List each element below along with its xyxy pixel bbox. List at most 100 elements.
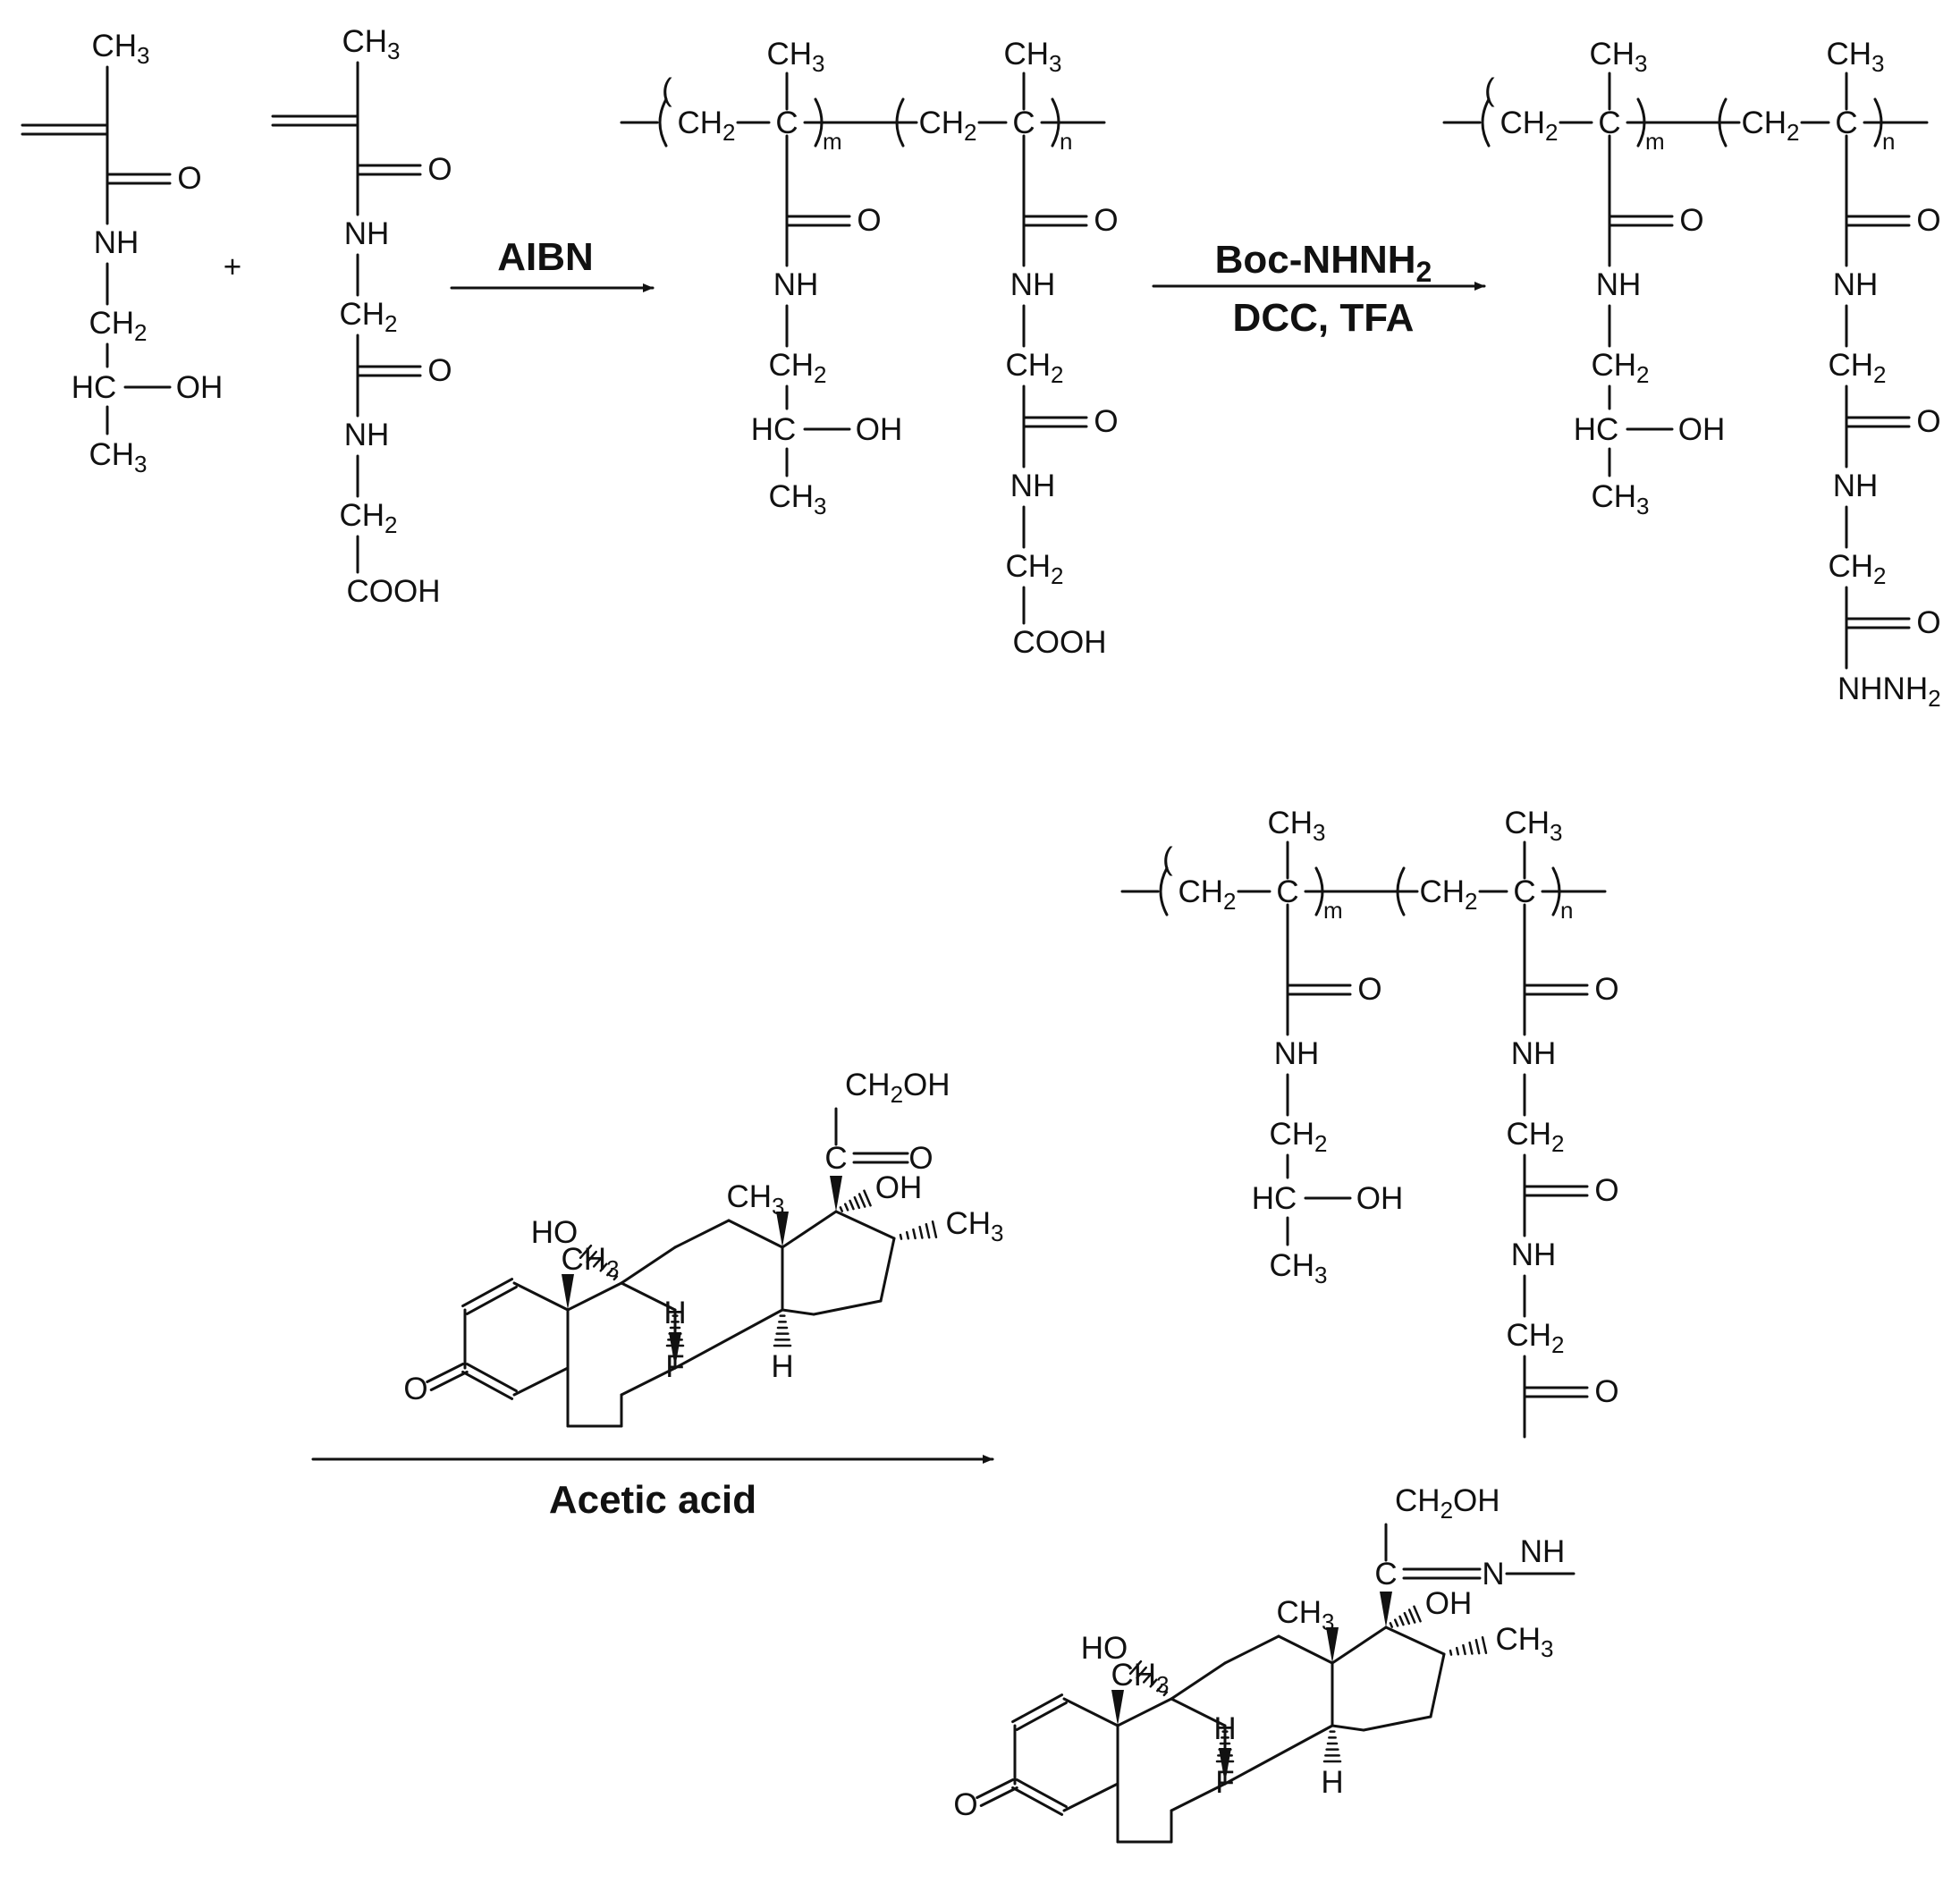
polymer1-carbon: C (775, 106, 798, 140)
monomer2-oxygen: O (427, 152, 452, 187)
polymer2-ch3: CH3 (1826, 37, 1884, 77)
polymer2-repeat-n: n (1882, 128, 1895, 155)
reagent-boc-hydrazine: Boc-NHNH2 (1215, 238, 1432, 288)
dexamethasone-oh-hash (843, 1203, 849, 1212)
dexamethasone-hydroxyl-wedge (579, 1244, 593, 1260)
conjugate-steroid-ring-bond (1170, 1697, 1227, 1727)
dexamethasone-methyl-hash (912, 1228, 917, 1240)
dexamethasone-methyl-hash (931, 1220, 938, 1239)
polymer2-hpma-hc: HC (1574, 412, 1619, 447)
dexamethasone-methyl-wedge (562, 1274, 574, 1310)
dexamethasone-ketone-oxygen: O (403, 1372, 427, 1406)
conjugate-steroid-hydrogen: H (1213, 1711, 1236, 1746)
conjugate-repeat-n: n (1560, 897, 1573, 924)
conjugate-steroid-c20: C (1374, 1557, 1397, 1592)
polymer1-gly-oxygen: O (1094, 203, 1118, 238)
dexamethasone-ring-double-bond (461, 1370, 514, 1400)
conjugate-steroid-ring-bond (1170, 1782, 1227, 1812)
dexamethasone-ring-bond (620, 1246, 677, 1285)
polymer1-ch3: CH3 (1003, 37, 1061, 77)
conjugate-carbon: C (1513, 874, 1535, 909)
dexamethasone-hydroxyl-wedge (599, 1262, 608, 1272)
polymer1-bracket (658, 97, 668, 148)
conjugate-steroid-hydroxyl-wedge (1162, 1691, 1169, 1697)
dexamethasone-ring-bond (781, 1210, 838, 1249)
dexamethasone-ring-bond (620, 1281, 677, 1312)
polymer2-carbon: C (1835, 106, 1857, 140)
polymer2-bracket (1718, 97, 1728, 148)
conjugate-gly-oxygen: O (1594, 1374, 1618, 1409)
polymer2-gly-nh: NH (1833, 469, 1879, 503)
conjugate-steroid-ketone-oxygen: O (953, 1787, 977, 1822)
dexamethasone-ring-double-bond (461, 1278, 514, 1308)
conjugate-steroid-imine-nitrogen: N (1482, 1557, 1504, 1592)
polymer2-hpma-ch3: CH3 (1591, 479, 1649, 519)
polymer1-hpma-hc: HC (751, 412, 797, 447)
conjugate-steroid-hydroxyl-wedge (1136, 1666, 1147, 1679)
polymer1-ch2: CH2 (677, 106, 735, 146)
monomer2-nh: NH (344, 216, 390, 251)
polymer1-gly-nh: NH (1010, 469, 1056, 503)
dexamethasone-methyl-hash (918, 1225, 924, 1239)
monomer1-hc: HC (72, 370, 117, 405)
conjugate-steroid-ring-bond (1116, 1697, 1173, 1727)
conjugate-steroid-fluorine: F (1215, 1765, 1234, 1800)
conjugate-gly-nh: NH (1511, 1036, 1557, 1071)
dexamethasone-methyl-wedge (776, 1212, 789, 1247)
dexamethasone-methyl-hash (925, 1222, 931, 1239)
conjugate-ch3: CH3 (1267, 806, 1325, 846)
conjugate-steroid-ring-bond (1062, 1697, 1119, 1727)
conjugate-gly-ch2: CH2 (1506, 1318, 1564, 1358)
dexamethasone-ring-bond (566, 1281, 623, 1312)
polymer1-bracket (1051, 97, 1060, 148)
conjugate-steroid-oh: OH (1425, 1586, 1473, 1621)
polymer1-ch2: CH2 (918, 106, 976, 146)
dexamethasone-methyl: CH3 (945, 1206, 1003, 1246)
monomer1-nh: NH (94, 225, 139, 260)
dexamethasone-methyl: CH3 (726, 1179, 784, 1220)
dexamethasone-ring-bond (879, 1237, 896, 1303)
polymer1-hpma-hydroxyl: OH (856, 412, 903, 447)
dexamethasone-hydroxyl-wedge (612, 1275, 619, 1281)
conjugate-steroid-hydroxyl-wedge (1149, 1678, 1158, 1688)
dexamethasone-ring-bond (673, 1219, 731, 1249)
polymer1-hpma-oxygen: O (857, 203, 881, 238)
dexamethasone-ring-bond (834, 1210, 896, 1240)
conjugate-steroid-methyl-wedge (1111, 1690, 1124, 1726)
polymer2-paren-open: ( (1484, 72, 1495, 107)
conjugate-steroid-ring-bond (1362, 1715, 1432, 1732)
conjugate-ch2: CH2 (1178, 874, 1236, 915)
conjugate-hpma-ch2: CH2 (1269, 1117, 1327, 1157)
conjugate-steroid-ring-bond (1170, 1661, 1227, 1701)
conjugate-steroid-ring-double-bond (1011, 1786, 1064, 1816)
conjugate-steroid-ring-bond (1062, 1782, 1119, 1812)
conjugate-steroid-methyl: CH3 (1111, 1658, 1169, 1698)
dexamethasone-ring-double-bond (465, 1363, 518, 1393)
monomer2-ch2: CH2 (339, 297, 397, 337)
monomer2-ch2: CH2 (339, 498, 397, 538)
conjugate-steroid-methyl: CH3 (1495, 1622, 1553, 1662)
conjugate-steroid-oh-hash (1389, 1622, 1394, 1628)
dexamethasone-oh-hash (849, 1199, 855, 1211)
polymer1-ch3: CH3 (766, 37, 824, 77)
polymer2-bracket (1873, 97, 1883, 148)
conjugate-hpma-hydroxyl: OH (1356, 1181, 1404, 1216)
dexamethasone-ketone (426, 1363, 465, 1384)
monomer1-ch2: CH2 (89, 306, 147, 346)
conjugate-hydrazide-nh: NH (1520, 1534, 1566, 1569)
polymer1-hpma-ch2: CH2 (768, 348, 826, 388)
conjugate-steroid-hydrogen: H (1321, 1765, 1343, 1800)
conjugate-bracket (1396, 866, 1406, 916)
conjugate-steroid-ring-double-bond (1011, 1693, 1064, 1724)
dexamethasone-ring-double-bond (465, 1285, 518, 1315)
dexamethasone-hydrogen: H (771, 1349, 793, 1384)
dexamethasone-oh-hash (853, 1195, 861, 1210)
polymer2-gly-hydrazide: NHNH2 (1838, 671, 1941, 712)
conjugate-gly-oxygen: O (1594, 1173, 1618, 1208)
conjugate-gly-nh: NH (1511, 1237, 1557, 1272)
conjugate-ch3: CH3 (1504, 806, 1562, 846)
conjugate-ch2: CH2 (1419, 874, 1477, 915)
dexamethasone-hydroxyl-wedge (592, 1256, 603, 1268)
monomer2-oxygen: O (427, 353, 452, 388)
